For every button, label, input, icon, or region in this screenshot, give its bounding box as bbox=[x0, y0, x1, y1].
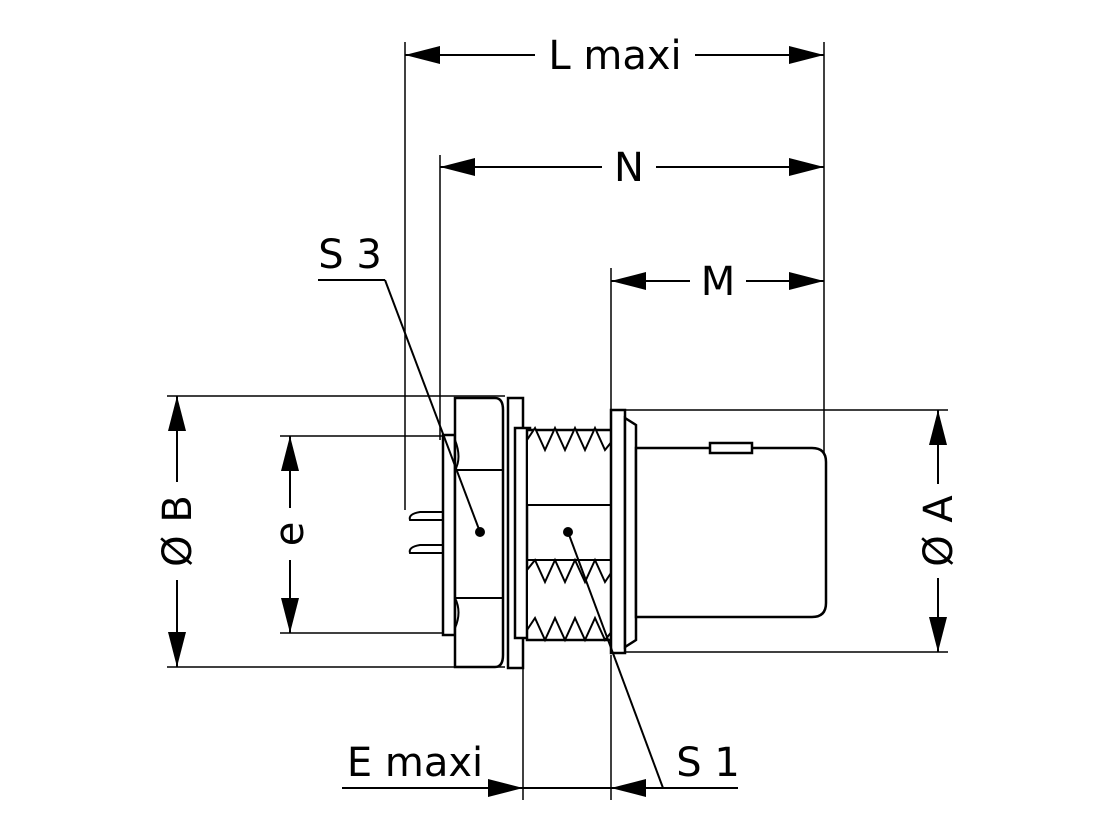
dimension-m: M bbox=[610, 259, 824, 410]
label-s1: S 1 bbox=[676, 740, 740, 786]
connector-body bbox=[408, 396, 828, 670]
label-l-maxi: L maxi bbox=[548, 33, 681, 79]
label-e: e bbox=[267, 522, 313, 547]
label-dia-a: Ø A bbox=[916, 495, 962, 567]
label-m: M bbox=[701, 259, 736, 305]
dimension-l-maxi: L maxi bbox=[404, 33, 825, 510]
label-e-maxi: E maxi bbox=[347, 740, 483, 786]
leader-s3: S 3 bbox=[318, 232, 481, 533]
dimension-e: e bbox=[267, 435, 470, 634]
label-n: N bbox=[614, 145, 644, 191]
dimension-e-maxi: E maxi bbox=[342, 640, 738, 800]
dimension-dia-a: Ø A bbox=[625, 409, 962, 653]
dimension-n: N bbox=[439, 145, 824, 440]
dimension-dia-b: Ø B bbox=[155, 395, 505, 668]
label-dia-b: Ø B bbox=[155, 495, 201, 567]
leader-s1: S 1 bbox=[567, 531, 740, 789]
label-s3: S 3 bbox=[318, 232, 382, 278]
